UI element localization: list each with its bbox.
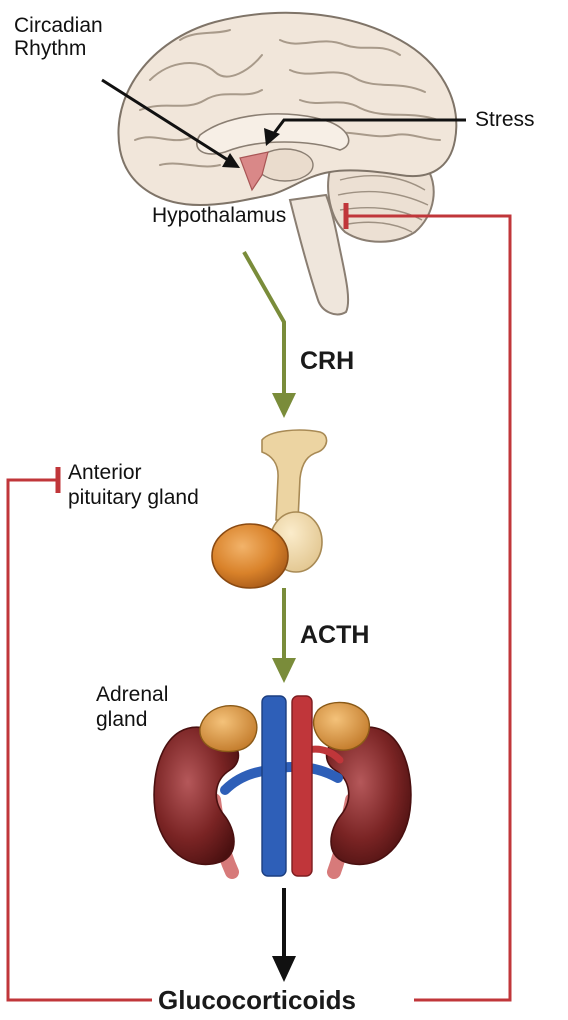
glucocorticoids-label: Glucocorticoids: [152, 985, 362, 1015]
adrenal-gland-label: Adrenal gland: [96, 683, 169, 731]
anterior-pituitary: [211, 523, 289, 589]
circadian-arrow: [101, 78, 240, 168]
brain-illustration: [117, 11, 458, 316]
crh-label: CRH: [300, 347, 355, 375]
acth-arrow: [272, 588, 296, 683]
glucocorticoid-output-arrow: [272, 888, 296, 982]
aorta: [291, 695, 313, 877]
left-kidney: [153, 726, 240, 866]
stress-label: Stress: [475, 108, 535, 131]
cerebrum: [117, 11, 458, 207]
adrenal-kidney-illustration: [153, 695, 412, 879]
acth-label: ACTH: [300, 621, 370, 649]
pituitary-feedback-line: [6, 467, 156, 1002]
anterior-pituitary-label: Anterior pituitary gland: [68, 461, 199, 509]
right-kidney: [325, 726, 412, 866]
circadian-rhythm-label: Circadian Rhythm: [14, 14, 103, 60]
crh-arrow: [242, 251, 296, 418]
pituitary-illustration: [211, 429, 328, 589]
hypothalamus-label: Hypothalamus: [152, 204, 287, 227]
pituitary-stalk: [261, 429, 328, 521]
hypothalamus-feedback-line: [343, 203, 512, 1002]
hypothalamus-region: [239, 151, 269, 192]
stress-arrow: [264, 118, 466, 146]
vena-cava: [261, 695, 287, 877]
left-adrenal-gland: [199, 705, 258, 753]
right-adrenal-gland: [312, 701, 371, 751]
brainstem: [288, 193, 350, 316]
